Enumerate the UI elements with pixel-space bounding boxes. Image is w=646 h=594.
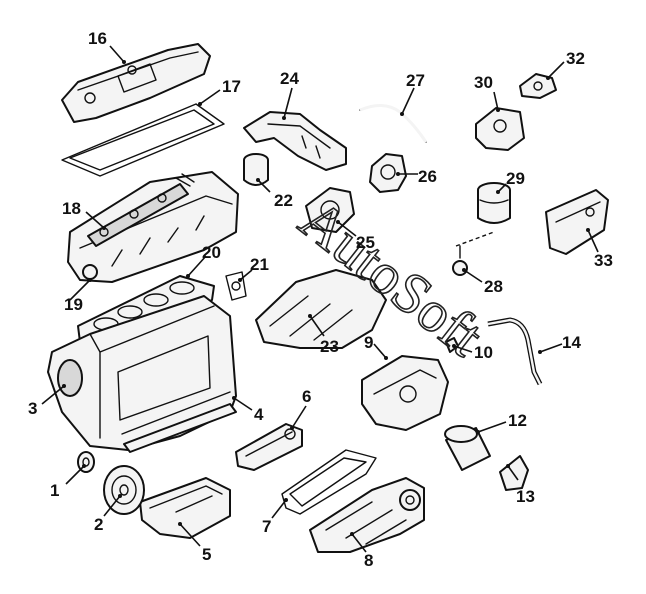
callout-16: 16 bbox=[88, 29, 126, 64]
engine-mount-part bbox=[475, 107, 525, 151]
svg-text:23: 23 bbox=[320, 337, 339, 356]
svg-text:3: 3 bbox=[28, 399, 37, 418]
callout-1: 1 bbox=[50, 464, 86, 500]
mount-cap-part bbox=[519, 73, 557, 99]
valve-cover-part bbox=[61, 43, 211, 123]
svg-text:25: 25 bbox=[356, 233, 375, 252]
svg-text:32: 32 bbox=[566, 49, 585, 68]
manifold-assembly-part bbox=[255, 269, 387, 349]
callout-4: 4 bbox=[232, 396, 264, 424]
callout-18: 18 bbox=[62, 199, 106, 230]
oil-pan-part bbox=[139, 477, 231, 539]
cylinder-head-part bbox=[67, 171, 239, 283]
svg-text:29: 29 bbox=[506, 169, 525, 188]
oil-filter-part bbox=[444, 425, 491, 471]
callout-22: 22 bbox=[256, 178, 293, 210]
svg-text:12: 12 bbox=[508, 411, 527, 430]
svg-text:20: 20 bbox=[202, 243, 221, 262]
svg-text:19: 19 bbox=[64, 295, 83, 314]
svg-text:14: 14 bbox=[562, 333, 581, 352]
callout-20: 20 bbox=[186, 243, 221, 278]
exhaust-manifold-part bbox=[243, 111, 347, 171]
svg-text:10: 10 bbox=[474, 343, 493, 362]
injection-pump-part bbox=[361, 337, 459, 431]
callout-26: 26 bbox=[396, 167, 437, 186]
callout-33: 33 bbox=[586, 228, 613, 270]
intake-manifold-part bbox=[309, 477, 425, 553]
callout-27: 27 bbox=[400, 71, 425, 116]
fuel-filter-part bbox=[477, 182, 511, 224]
callout-23: 23 bbox=[308, 314, 339, 356]
callout-10: 10 bbox=[452, 343, 493, 362]
callout-6: 6 bbox=[290, 387, 311, 430]
svg-text:27: 27 bbox=[406, 71, 425, 90]
svg-text:18: 18 bbox=[62, 199, 81, 218]
svg-text:2: 2 bbox=[94, 515, 103, 534]
sleeve-part bbox=[243, 153, 269, 186]
thermostat-gasket-part bbox=[225, 271, 247, 301]
engine-block-part bbox=[47, 295, 237, 453]
svg-text:13: 13 bbox=[516, 487, 535, 506]
support-bracket-part bbox=[545, 189, 609, 255]
callout-8: 8 bbox=[350, 532, 373, 570]
svg-text:22: 22 bbox=[274, 191, 293, 210]
alignment-line bbox=[455, 231, 495, 247]
callout-21: 21 bbox=[238, 255, 269, 282]
egr-pipe-part bbox=[359, 104, 428, 143]
crankshaft-pulley-part bbox=[103, 465, 145, 515]
valve-cover-gasket-part bbox=[61, 103, 225, 177]
callout-3: 3 bbox=[28, 384, 66, 418]
throttle-body-part bbox=[305, 187, 355, 233]
svg-text:6: 6 bbox=[302, 387, 311, 406]
callout-19: 19 bbox=[64, 278, 92, 314]
callout-29: 29 bbox=[496, 169, 525, 194]
callout-2: 2 bbox=[94, 494, 122, 534]
manifold-gasket-part bbox=[281, 449, 377, 515]
callout-17: 17 bbox=[198, 77, 241, 106]
callout-7: 7 bbox=[262, 498, 288, 536]
callout-5: 5 bbox=[178, 522, 211, 564]
svg-text:30: 30 bbox=[474, 73, 493, 92]
svg-text:24: 24 bbox=[280, 69, 299, 88]
callout-12: 12 bbox=[476, 411, 527, 434]
svg-text:21: 21 bbox=[250, 255, 269, 274]
svg-text:5: 5 bbox=[202, 545, 211, 564]
callout-13: 13 bbox=[506, 464, 535, 506]
svg-text:17: 17 bbox=[222, 77, 241, 96]
fuel-pipe-part bbox=[487, 317, 543, 386]
svg-text:1: 1 bbox=[50, 481, 59, 500]
svg-text:4: 4 bbox=[254, 405, 264, 424]
callout-9: 9 bbox=[364, 333, 388, 360]
callout-32: 32 bbox=[546, 49, 585, 80]
egr-valve-part bbox=[369, 153, 407, 193]
svg-text:26: 26 bbox=[418, 167, 437, 186]
callout-28: 28 bbox=[462, 268, 503, 296]
water-pump-part bbox=[235, 423, 303, 471]
svg-text:33: 33 bbox=[594, 251, 613, 270]
callout-25: 25 bbox=[336, 220, 375, 252]
filter-bracket-part bbox=[499, 455, 529, 491]
svg-text:7: 7 bbox=[262, 517, 271, 536]
callout-24: 24 bbox=[280, 69, 299, 120]
svg-text:28: 28 bbox=[484, 277, 503, 296]
callout-30: 30 bbox=[474, 73, 500, 112]
svg-text:9: 9 bbox=[364, 333, 373, 352]
svg-text:8: 8 bbox=[364, 551, 373, 570]
svg-text:16: 16 bbox=[88, 29, 107, 48]
callout-14: 14 bbox=[538, 333, 581, 354]
